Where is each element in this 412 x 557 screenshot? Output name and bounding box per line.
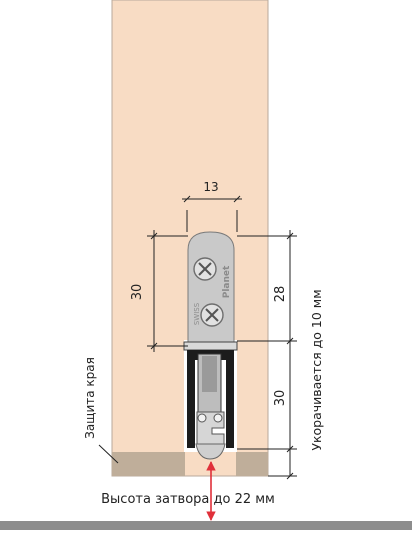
edge-protection-label: Защита края bbox=[83, 357, 97, 439]
brand-logo: Planet bbox=[222, 265, 232, 298]
dimension-plate-height bbox=[147, 230, 188, 352]
edge-protection-leader bbox=[98, 444, 119, 464]
dimension-width bbox=[182, 195, 242, 232]
edge-strip-right bbox=[236, 452, 268, 476]
shortening-label: Укорачивается до 10 мм bbox=[309, 289, 324, 450]
dimension-lower-height-label: 30 bbox=[273, 390, 288, 407]
swiss-logo: SWISS bbox=[193, 302, 201, 325]
dimension-mount-height-label: 28 bbox=[273, 286, 288, 303]
dimension-mount-height bbox=[237, 230, 297, 347]
gap-height-label: Высота затвора до 22 мм bbox=[101, 492, 275, 507]
dimension-plate-height-label: 30 bbox=[130, 284, 145, 301]
dimension-lower-height bbox=[237, 341, 297, 480]
screw-icon bbox=[200, 303, 224, 327]
dimension-width-label: 13 bbox=[203, 180, 218, 194]
edge-strip-left bbox=[112, 452, 185, 476]
seal-profile bbox=[183, 341, 238, 460]
screw-icon bbox=[193, 257, 217, 281]
floor bbox=[0, 521, 412, 530]
